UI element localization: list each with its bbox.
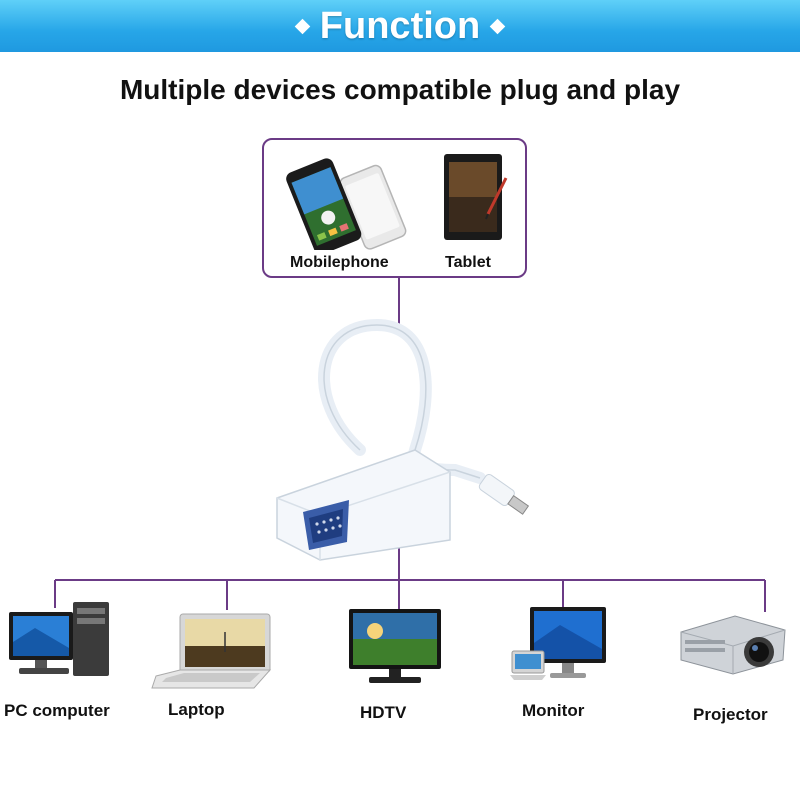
- pc-computer-icon: [9, 602, 109, 676]
- adapter-body: [276, 449, 451, 561]
- tablet-label: Tablet: [445, 254, 491, 271]
- micro-hdmi-to-vga-adapter: [276, 318, 530, 561]
- vga-port: [303, 500, 349, 550]
- hdtv-icon: [349, 609, 441, 683]
- hdtv-label: HDTV: [360, 703, 407, 722]
- mobilephone-icon: [286, 158, 407, 250]
- projector-icon: [680, 615, 786, 675]
- laptop-icon: [151, 613, 272, 689]
- tablet-icon: [444, 154, 508, 240]
- monitor-icon: [510, 607, 606, 680]
- micro-hdmi-plug: [478, 473, 530, 515]
- pc-computer-label: PC computer: [4, 701, 110, 720]
- page-subtitle: Multiple devices compatible plug and pla…: [119, 74, 681, 105]
- function-banner: Function: [0, 0, 800, 52]
- mobilephone-label: Mobilephone: [290, 254, 389, 271]
- banner-title: Function: [319, 4, 481, 47]
- projector-label: Projector: [693, 705, 768, 724]
- laptop-label: Laptop: [168, 700, 225, 719]
- monitor-label: Monitor: [522, 701, 585, 720]
